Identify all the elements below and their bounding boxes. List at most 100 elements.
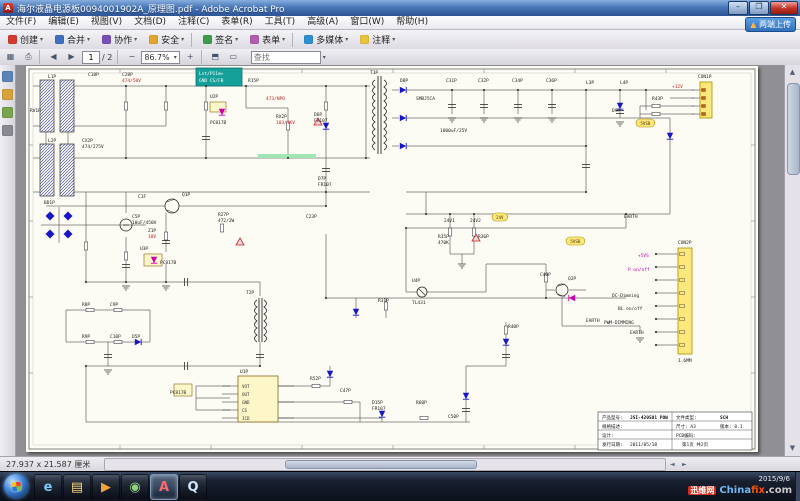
menu-item-9[interactable]: 帮助(H) xyxy=(390,16,434,29)
svg-text:FR107: FR107 xyxy=(318,182,332,188)
svg-text:L1P: L1P xyxy=(48,74,56,80)
svg-text:EARTH: EARTH xyxy=(586,318,600,324)
chrome-icon[interactable]: ◉ xyxy=(121,474,149,500)
svg-text:1000uF/25V: 1000uF/25V xyxy=(440,128,467,134)
toolbar-button-7[interactable]: 注释▾ xyxy=(356,31,399,48)
scroll-left-icon[interactable]: ◄ xyxy=(666,459,678,470)
acrobat-icon[interactable]: A xyxy=(150,474,178,500)
bookmarks-panel-icon[interactable] xyxy=(2,89,13,100)
zoom-out-button[interactable]: − xyxy=(124,50,139,64)
save-icon[interactable]: ▦ xyxy=(3,50,18,64)
fit-width-icon[interactable]: ⬒ xyxy=(208,50,223,64)
menu-item-2[interactable]: 视图(V) xyxy=(85,16,128,29)
svg-text:PC817B: PC817B xyxy=(160,260,177,266)
svg-text:D6P: D6P xyxy=(314,112,322,118)
svg-text:1.6MM: 1.6MM xyxy=(678,358,692,364)
svg-text:24V2: 24V2 xyxy=(470,218,481,224)
page-total: / 2 xyxy=(102,53,112,62)
tray-date: 2015/9/6 xyxy=(759,475,790,483)
horizontal-scrollbar[interactable] xyxy=(104,458,666,471)
menu-item-6[interactable]: 工具(T) xyxy=(259,16,302,29)
svg-text:EARTH: EARTH xyxy=(624,214,638,220)
acrobat-logo-icon: A xyxy=(3,3,13,13)
zoom-value: 86.7% xyxy=(144,53,169,62)
toolbar-button-2[interactable]: 协作▾ xyxy=(98,31,141,48)
comment-icon xyxy=(360,35,369,44)
svg-text:BD1P: BD1P xyxy=(44,200,55,206)
menu-item-0[interactable]: 文件(F) xyxy=(0,16,42,29)
page-number-input[interactable] xyxy=(82,51,100,64)
toolbar-button-5[interactable]: 表单▾ xyxy=(246,31,289,48)
pages-panel-icon[interactable] xyxy=(2,71,13,82)
horizontal-scroll-thumb[interactable] xyxy=(285,460,477,469)
svg-text:D5P: D5P xyxy=(132,334,140,340)
svg-text:GND CS/FB: GND CS/FB xyxy=(199,78,224,84)
svg-text:D15P: D15P xyxy=(372,400,383,406)
explorer-icon[interactable]: ▤ xyxy=(63,474,91,500)
svg-text:规格描述:: 规格描述: xyxy=(602,423,623,430)
maximize-button[interactable]: ❐ xyxy=(749,1,769,15)
toolbar-button-label: 合并 xyxy=(67,33,85,46)
svg-text:SCH: SCH xyxy=(720,415,728,421)
chevron-down-icon: ▾ xyxy=(282,36,285,43)
menu-bar: 文件(F)编辑(E)视图(V)文档(D)注释(C)表单(R)工具(T)高级(A)… xyxy=(0,16,800,30)
show-desktop-button[interactable] xyxy=(795,472,800,501)
svg-text:5VSB: 5VSB xyxy=(570,239,581,244)
svg-text:C5P: C5P xyxy=(132,214,140,220)
menu-item-1[interactable]: 编辑(E) xyxy=(42,16,85,29)
svg-text:473/NPO: 473/NPO xyxy=(266,96,285,102)
attachments-panel-icon[interactable] xyxy=(2,125,13,136)
scroll-down-icon[interactable]: ▼ xyxy=(785,441,800,456)
svg-text:PC817B: PC817B xyxy=(210,120,227,126)
svg-text:18V: 18V xyxy=(148,234,156,240)
menu-item-5[interactable]: 表单(R) xyxy=(215,16,258,29)
svg-text:CS: CS xyxy=(242,408,248,413)
previous-page-button[interactable]: ◀ xyxy=(46,50,61,64)
ie-icon[interactable]: e xyxy=(34,474,62,500)
toolbar-button-0[interactable]: 创建▾ xyxy=(4,31,47,48)
schematic-drawing: VOTOUTGNDCSICDLst/P11m+GND CS/FB5VSB5VSB… xyxy=(26,66,758,452)
menu-item-7[interactable]: 高级(A) xyxy=(301,16,344,29)
svg-text:FR107: FR107 xyxy=(372,406,386,412)
upload-plugin-badge[interactable]: ▲ 两端上传 xyxy=(745,17,796,32)
print-icon[interactable]: ⎙ xyxy=(21,50,36,64)
vertical-scroll-thumb[interactable] xyxy=(787,83,800,175)
minimize-button[interactable]: – xyxy=(728,1,748,15)
media-player-icon[interactable]: ▶ xyxy=(92,474,120,500)
menu-item-4[interactable]: 注释(C) xyxy=(172,16,215,29)
toolbar-button-6[interactable]: 多媒体▾ xyxy=(300,31,352,48)
scroll-up-icon[interactable]: ▲ xyxy=(785,65,800,80)
svg-text:SMBJ5CA: SMBJ5CA xyxy=(416,96,435,102)
zoom-in-button[interactable]: + xyxy=(183,50,198,64)
svg-text:C47P: C47P xyxy=(340,388,351,394)
next-page-button[interactable]: ▶ xyxy=(64,50,79,64)
zoom-level-select[interactable]: 86.7% ▾ xyxy=(141,51,179,64)
find-input[interactable] xyxy=(251,51,321,64)
menu-item-3[interactable]: 文档(D) xyxy=(128,16,172,29)
toolbar-button-3[interactable]: 安全▾ xyxy=(145,31,188,48)
menu-item-8[interactable]: 窗口(W) xyxy=(344,16,390,29)
toolbar-button-label: 注释 xyxy=(372,33,390,46)
forms-icon xyxy=(250,35,259,44)
pdf-page[interactable]: VOTOUTGNDCSICDLst/P11m+GND CS/FB5VSB5VSB… xyxy=(26,66,758,452)
toolbar-main: 创建▾合并▾协作▾安全▾签名▾表单▾多媒体▾注释▾ xyxy=(0,30,800,50)
signatures-panel-icon[interactable] xyxy=(2,107,13,118)
fit-page-icon[interactable]: ▭ xyxy=(226,50,241,64)
toolbar-button-4[interactable]: 签名▾ xyxy=(199,31,242,48)
document-area[interactable]: VOTOUTGNDCSICDLst/P11m+GND CS/FB5VSB5VSB… xyxy=(16,65,784,456)
chevron-down-icon: ▾ xyxy=(235,36,238,43)
svg-text:10uF/450V: 10uF/450V xyxy=(132,220,157,226)
vertical-scrollbar[interactable]: ▲ ▼ xyxy=(784,65,800,456)
svg-text:P on/off: P on/off xyxy=(628,267,650,273)
qq-icon-glyph: Q xyxy=(187,481,198,494)
windows-taskbar: 2015/9/6 迅维网Chinafix.com e▤▶◉AQ xyxy=(0,471,800,501)
toolbar-button-1[interactable]: 合并▾ xyxy=(51,31,94,48)
qq-icon[interactable]: Q xyxy=(179,474,207,500)
close-button[interactable]: ✕ xyxy=(770,1,798,15)
toolbar-button-label: 多媒体 xyxy=(316,33,343,46)
scroll-right-icon[interactable]: ► xyxy=(678,459,690,470)
svg-text:R43P: R43P xyxy=(652,96,663,102)
start-button[interactable] xyxy=(4,474,28,498)
status-bar: 27.937 x 21.587 厘米 ◄ ► xyxy=(0,456,800,472)
svg-text:版本: 0.1: 版本: 0.1 xyxy=(720,423,743,430)
